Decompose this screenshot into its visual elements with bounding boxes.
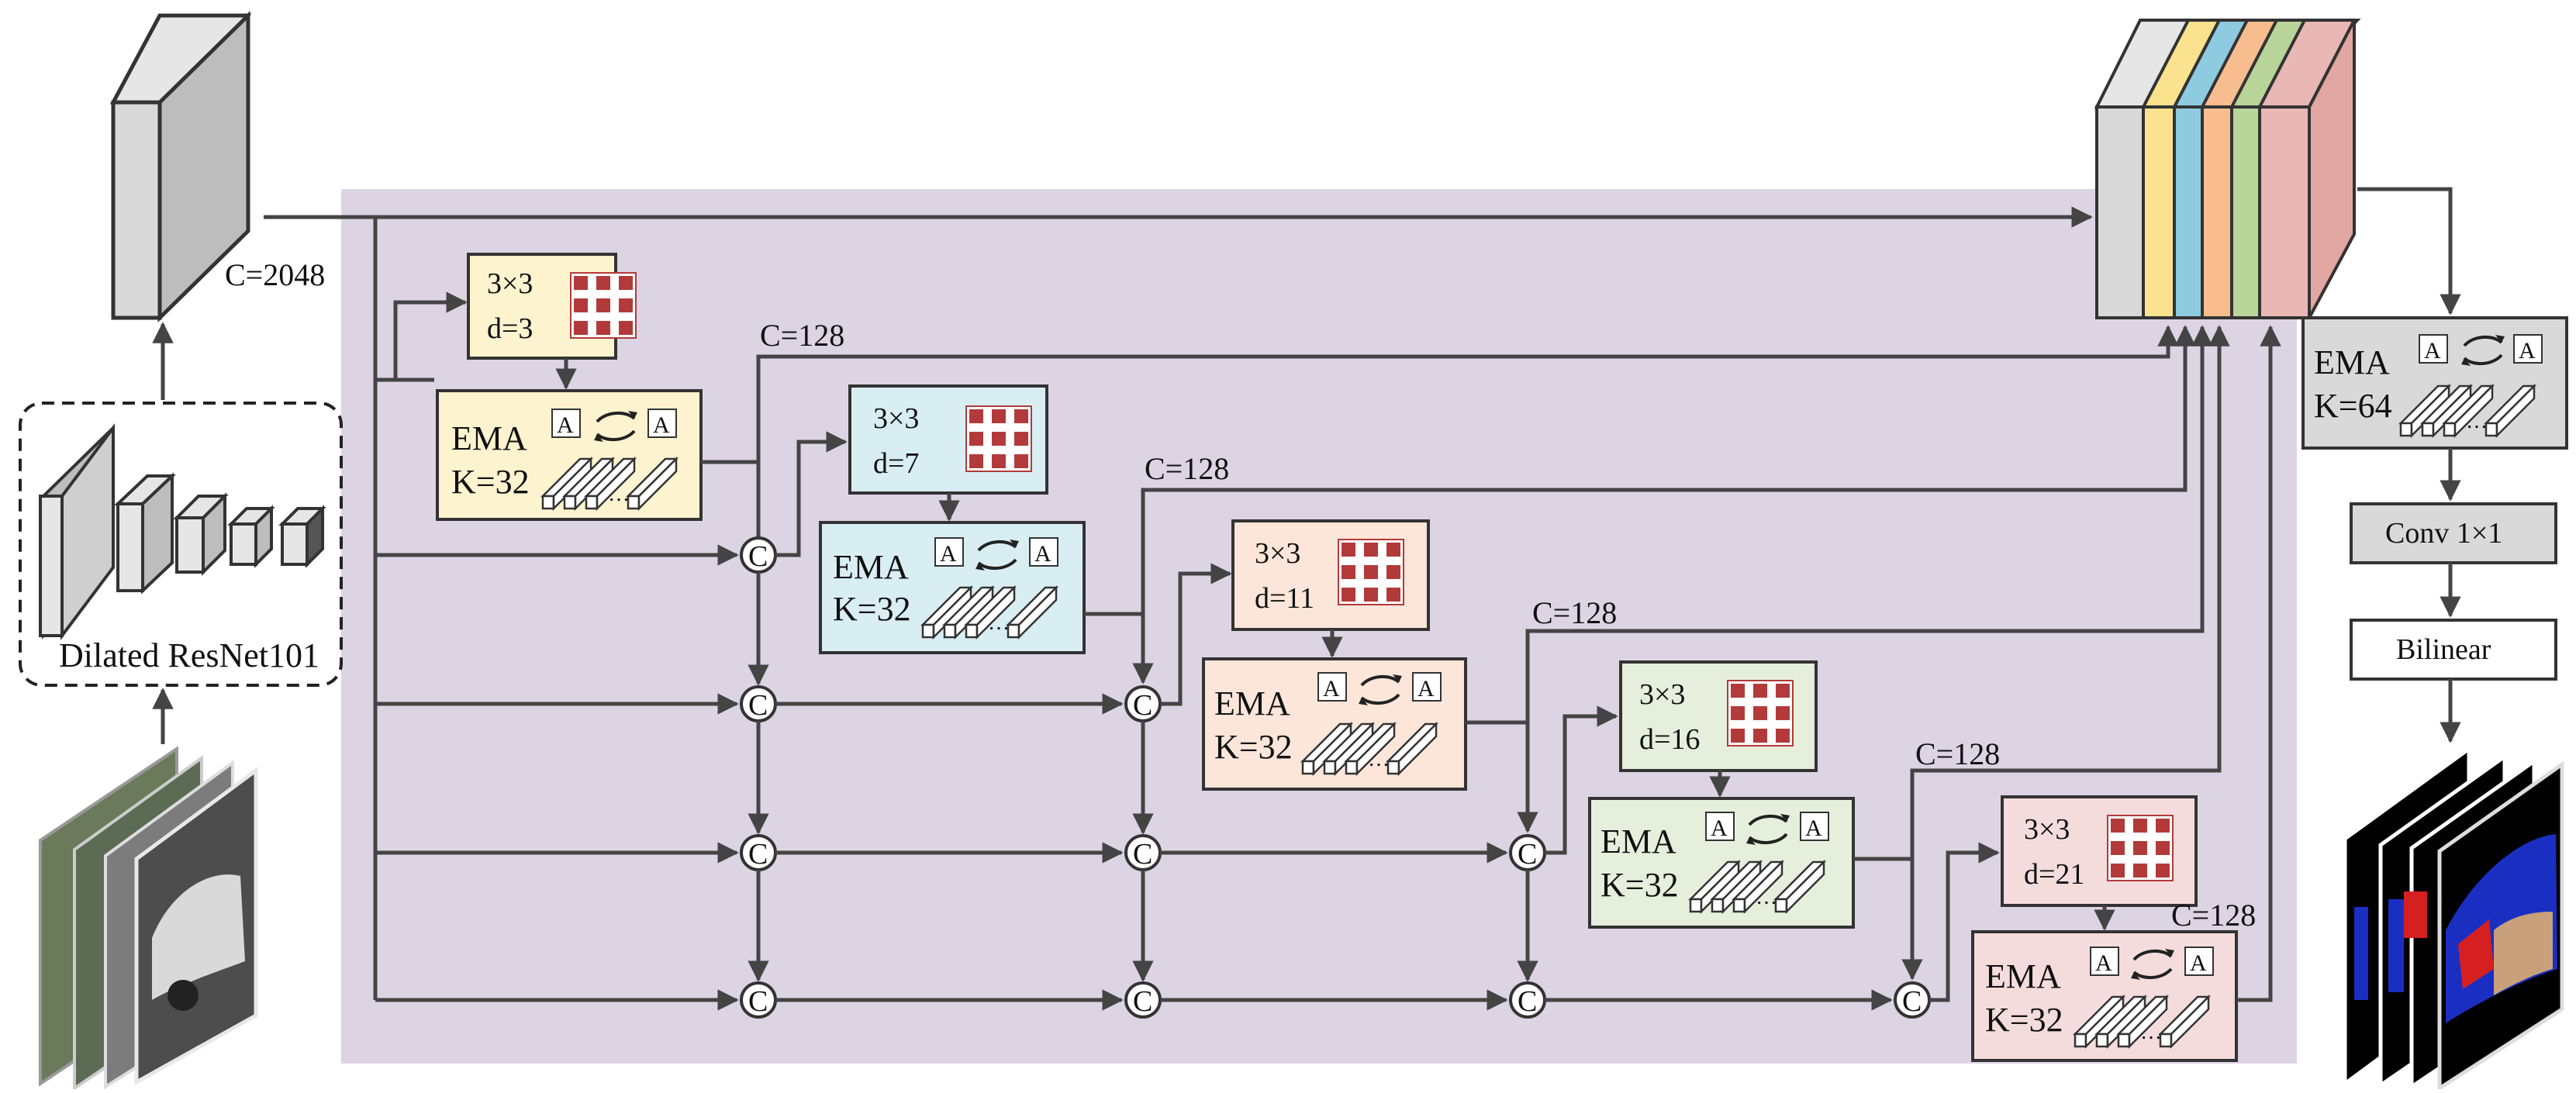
concat-3-2-symbol: C: [1518, 985, 1537, 1018]
svg-text:A: A: [653, 412, 670, 438]
svg-text:A: A: [1034, 541, 1051, 567]
branch-5-k-label: K=32: [1985, 1001, 2063, 1039]
head-ema-label: EMA: [2314, 343, 2390, 381]
svg-text:A: A: [2190, 950, 2207, 976]
branch-2-ema-matrices: A A: [934, 537, 1058, 572]
concat-1-3-symbol: C: [748, 838, 768, 871]
branch-4-dilation-label: d=16: [1639, 723, 1700, 756]
input-images: [39, 746, 258, 1091]
svg-text:A: A: [2519, 338, 2536, 364]
svg-text:A: A: [940, 541, 957, 567]
branch-3-kernel-icon: [1338, 539, 1404, 605]
head-bilinear-label: Bilinear: [2396, 633, 2491, 666]
branch-2-channels-label: C=128: [1145, 451, 1229, 486]
branch-2-dilation-label: d=7: [873, 447, 919, 480]
svg-text:A: A: [1323, 676, 1340, 702]
branch-5-ema-matrices: A A: [2090, 946, 2214, 981]
backbone-channels-label: C=2048: [225, 257, 325, 292]
concat-4-1-symbol: C: [1902, 985, 1922, 1018]
branch-1-k-label: K=32: [451, 463, 530, 501]
branch-3-k-label: K=32: [1214, 728, 1293, 766]
svg-text:A: A: [1711, 815, 1728, 841]
branch-5-dilation-label: d=21: [2024, 858, 2084, 891]
concat-2-1-symbol: C: [1133, 689, 1152, 722]
branch-2-conv-label: 3×3: [873, 402, 919, 435]
resnet-layers: [39, 423, 326, 640]
concat-3-1-symbol: C: [1518, 838, 1537, 871]
branch-3-ema-matrices: A A: [1317, 672, 1442, 707]
branch-5-kernel-icon: [2107, 815, 2174, 881]
concat-2-2-symbol: C: [1133, 838, 1152, 871]
branch-3-ema-label: EMA: [1214, 684, 1290, 722]
branch-5-ema-label: EMA: [1985, 957, 2061, 995]
branch-3-dilation-label: d=11: [1255, 582, 1314, 615]
branch-4-kernel-icon: [1727, 680, 1794, 746]
head-bilinear-box: [2350, 619, 2557, 681]
branch-5-conv-label: 3×3: [2024, 813, 2070, 846]
concat-1-4-symbol: C: [748, 985, 768, 1018]
svg-text:A: A: [2424, 338, 2441, 364]
concat-1-1-symbol: C: [748, 540, 768, 573]
branch-5-channels-label: C=128: [2171, 898, 2256, 933]
branch-1-ema-label: EMA: [451, 419, 527, 457]
branch-2-ema-label: EMA: [833, 548, 909, 586]
output-segmentation-maps: [2343, 745, 2564, 1092]
branch-4-k-label: K=32: [1601, 866, 1679, 904]
head-conv-label: Conv 1×1: [2385, 517, 2502, 550]
concat-feature-stack: [2094, 19, 2361, 319]
head-ema-matrices: A A: [2419, 333, 2543, 367]
branch-3-channels-label: C=128: [1532, 595, 1617, 630]
branch-2-k-label: K=32: [833, 590, 911, 628]
branch-4-ema-matrices: A A: [1705, 812, 1829, 846]
branch-1-conv-label: 3×3: [487, 267, 533, 300]
concat-2-3-symbol: C: [1133, 985, 1152, 1018]
backbone-box: [19, 402, 343, 687]
backbone-label: Dilated ResNet101: [59, 636, 319, 674]
backbone-feature-block: [109, 11, 252, 322]
branch-1-dilation-label: d=3: [487, 312, 533, 345]
branch-1-kernel-icon: [570, 272, 637, 339]
svg-text:A: A: [2095, 950, 2112, 976]
branch-4-ema-label: EMA: [1601, 822, 1676, 860]
branch-4-conv-label: 3×3: [1639, 678, 1685, 711]
branch-3-conv-label: 3×3: [1255, 537, 1300, 570]
branch-1-channels-label: C=128: [760, 318, 844, 353]
head-k-label: K=64: [2314, 387, 2392, 425]
svg-text:A: A: [557, 412, 574, 438]
concat-1-2-symbol: C: [748, 689, 768, 722]
branch-1-ema-matrices: A A: [551, 409, 677, 443]
svg-text:A: A: [1805, 815, 1822, 841]
branch-4-channels-label: C=128: [1915, 736, 2000, 771]
svg-text:A: A: [1417, 676, 1435, 702]
branch-2-kernel-icon: [965, 405, 1032, 472]
head-conv-box: [2350, 502, 2557, 564]
